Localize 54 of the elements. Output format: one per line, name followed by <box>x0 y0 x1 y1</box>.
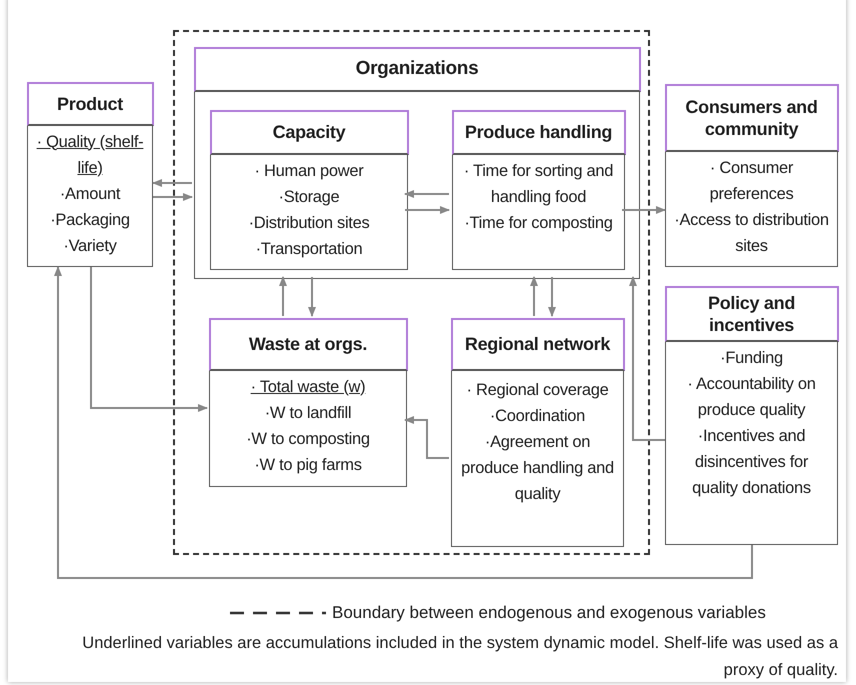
variable-box <box>452 110 625 270</box>
variable-item: · Human power <box>254 160 364 182</box>
variable-item: ·Amount <box>58 184 122 204</box>
arrow <box>54 266 753 579</box>
arrow <box>404 190 449 198</box>
arrow <box>530 276 538 316</box>
arrow <box>405 206 450 214</box>
variable-item: ·W to pig farms <box>253 454 363 476</box>
variable-box <box>27 82 153 267</box>
variable-box <box>451 318 624 547</box>
variable-item: ·Access to distribution sites <box>673 210 830 256</box>
variable-item: ·Coordination <box>488 406 586 426</box>
variable-item: · Consumer preferences <box>708 158 794 204</box>
variable-box <box>210 110 408 270</box>
arrow <box>308 277 316 317</box>
arrow <box>404 416 449 459</box>
box-heading: Capacity <box>272 121 346 143</box>
arrow <box>90 267 208 412</box>
arrow <box>548 277 556 317</box>
box-heading: Produce handling <box>464 121 612 143</box>
boundary-box <box>173 30 650 555</box>
variable-item: ·Storage <box>278 186 340 208</box>
box-heading: Regional network <box>464 333 610 355</box>
variable-item: · Quality (shelf-life) <box>36 132 144 178</box>
variable-item: ·Agreement on produce handling and quality <box>460 432 615 504</box>
variable-box <box>665 286 838 545</box>
variable-item: ·Distribution sites <box>248 212 370 234</box>
note-text: Underlined variables are accumulations included in the system dynamic model. Shelf-life was used as a proxy of quality. <box>81 633 838 681</box>
arrow <box>629 276 665 441</box>
variable-item: ·W to composting <box>245 428 371 450</box>
variable-item: · Time for sorting and handling food <box>462 160 614 208</box>
variable-item: ·Variety <box>62 236 118 256</box>
box-heading: Waste at orgs. <box>248 333 368 355</box>
arrow <box>153 193 193 201</box>
arrow <box>622 206 666 214</box>
variable-item: ·Time for composting <box>463 212 614 234</box>
box-heading: Policy and incentives <box>706 292 796 336</box>
variable-item: ·W to landfill <box>264 402 352 424</box>
variable-item: · Accountability on produce quality <box>686 374 817 420</box>
variable-item: ·Transportation <box>254 238 364 260</box>
legend-text: Boundary between endogenous and exogenous variables <box>332 603 766 623</box>
arrow <box>152 179 192 187</box>
box-heading: Product <box>57 92 123 114</box>
variable-item: · Total waste (w) <box>250 376 366 398</box>
arrow <box>279 276 287 316</box>
variable-box <box>209 318 407 487</box>
variable-item: ·Packaging <box>49 210 131 230</box>
variable-item: · Regional coverage <box>466 380 610 400</box>
variable-item: ·Incentives and disincentives for quality donations <box>691 426 812 498</box>
variable-box <box>665 84 838 267</box>
group-box <box>194 47 640 279</box>
box-heading: Consumers and community <box>684 96 819 140</box>
box-heading: Organizations <box>356 58 478 80</box>
variable-item: ·Funding <box>719 348 784 368</box>
